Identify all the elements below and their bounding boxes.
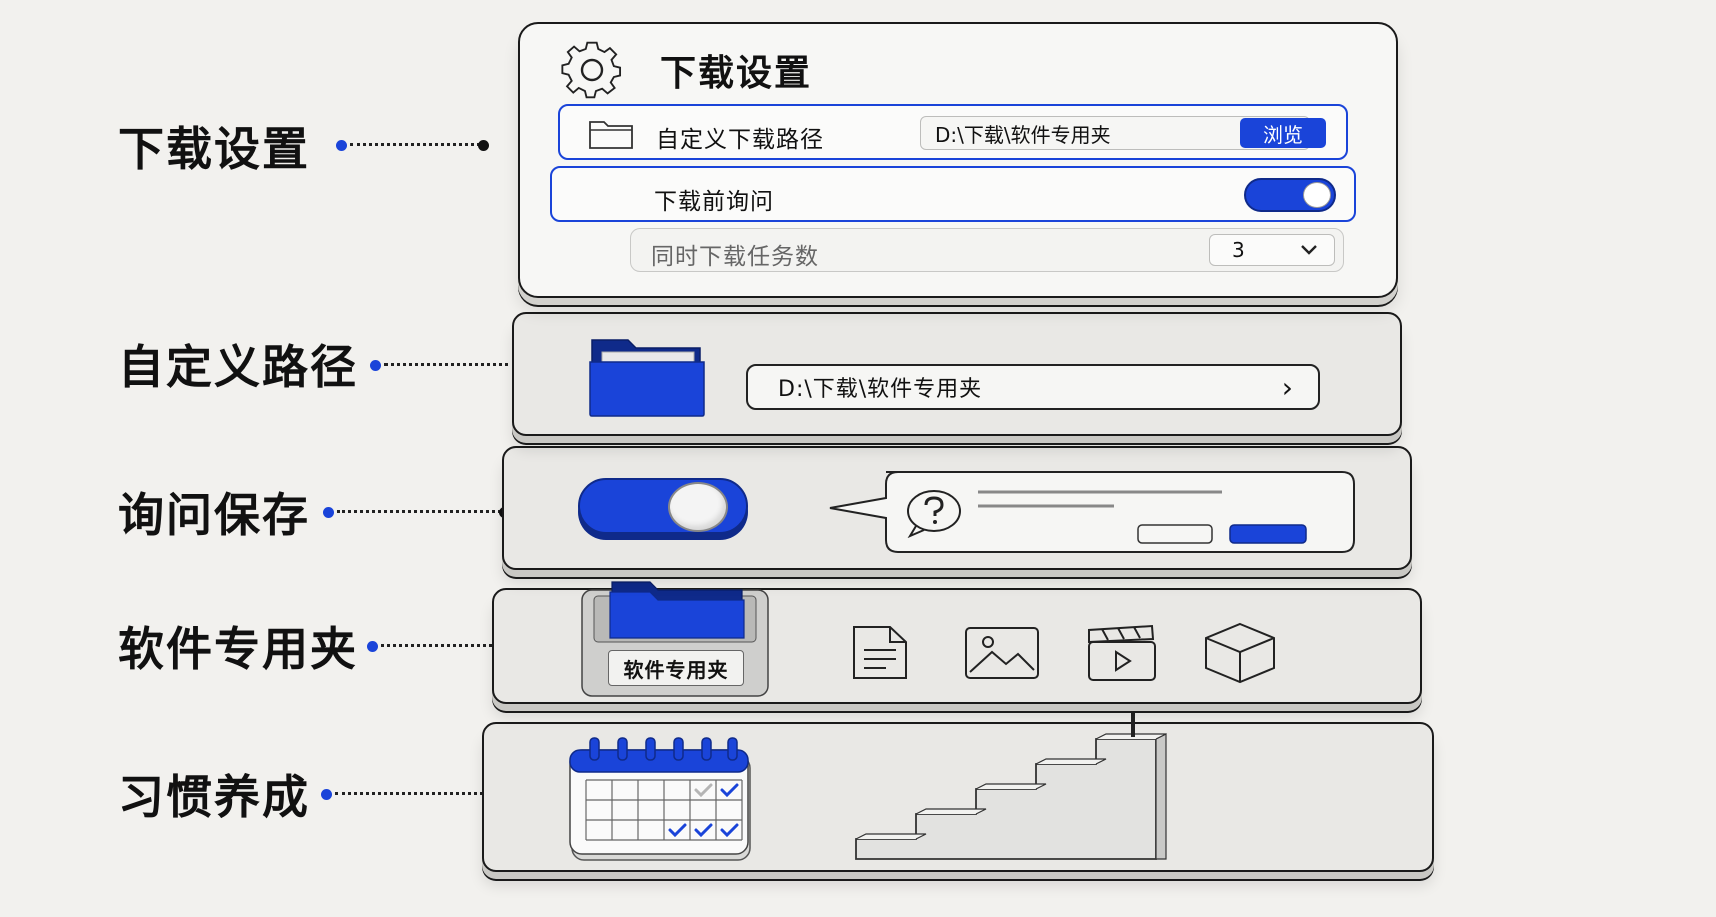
browse-button[interactable]: 浏览	[1240, 118, 1326, 148]
ask-before-download-toggle[interactable]	[1244, 178, 1336, 212]
label-download-settings-text: 下载设置	[118, 122, 310, 176]
concurrent-tasks-select[interactable]: 3	[1209, 234, 1335, 266]
dialog-confirm-button	[1229, 524, 1307, 544]
ask-save-slab	[502, 446, 1412, 570]
label-habit: 习惯养成	[118, 764, 310, 824]
concurrent-tasks-label: 同时下载任务数	[651, 244, 819, 270]
panel-header: 下载设置	[550, 38, 812, 102]
label-software-folder: 软件专用夹	[118, 616, 358, 676]
custom-download-path-label: 自定义下载路径	[656, 127, 824, 153]
path-display[interactable]: D:\下载\软件专用夹 ›	[746, 364, 1320, 410]
label-ask-save-text: 询问保存	[118, 488, 310, 542]
video-icon	[1088, 624, 1156, 681]
dialog-cancel-button	[1137, 524, 1213, 544]
image-icon	[965, 627, 1039, 679]
toggle-knob	[1303, 182, 1331, 208]
ask-before-download-row: 下载前询问	[550, 166, 1356, 222]
calendar-check-icon	[720, 823, 739, 838]
folder-icon	[589, 339, 705, 417]
concurrent-tasks-value: 3	[1232, 238, 1245, 262]
label-software-folder-text: 软件专用夹	[118, 622, 358, 676]
stairs-icon	[855, 666, 1192, 860]
download-settings-panel: 下载设置 自定义下载路径 D:\下载\软件专用夹 浏览 下载前询问 同时下载任务…	[518, 22, 1398, 298]
ask-save-toggle-knob	[668, 482, 728, 532]
document-icon	[853, 626, 907, 679]
question-icon	[907, 490, 961, 538]
custom-download-path-row: 自定义下载路径 D:\下载\软件专用夹 浏览	[558, 104, 1348, 160]
label-custom-path-text: 自定义路径	[118, 340, 358, 394]
leader-start-dot	[370, 360, 381, 371]
habit-slab	[482, 666, 1434, 872]
custom-path-slab: D:\下载\软件专用夹 ›	[512, 312, 1402, 436]
calendar-check-icon	[668, 823, 687, 838]
leader-line	[384, 363, 516, 366]
label-habit-text: 习惯养成	[118, 770, 310, 824]
gear-icon	[561, 41, 622, 99]
label-download-settings: 下载设置	[118, 116, 310, 176]
leader-line	[335, 792, 495, 795]
concurrent-tasks-row: 同时下载任务数 3	[630, 228, 1344, 272]
calendar-icon	[569, 737, 751, 861]
leader-end-dot	[478, 140, 489, 151]
software-folder-tray-label: 软件专用夹	[608, 650, 744, 686]
download-path-value: D:\下载\软件专用夹	[935, 122, 1111, 147]
calendar-check-icon	[694, 783, 713, 798]
leader-start-dot	[321, 789, 332, 800]
folder-icon	[589, 121, 633, 149]
software-folder-slab: 软件专用夹	[492, 581, 1422, 704]
path-display-text: D:\下载\软件专用夹	[778, 377, 983, 402]
leader-start-dot	[336, 140, 347, 151]
panel-title: 下载设置	[660, 53, 813, 94]
calendar-check-icon	[694, 823, 713, 838]
chevron-right-icon: ›	[1281, 370, 1294, 404]
calendar-check-icon	[720, 783, 739, 798]
chevron-down-icon	[1301, 245, 1317, 255]
label-ask-save: 询问保存	[118, 482, 310, 542]
leader-line	[350, 143, 480, 146]
ask-before-download-label: 下载前询问	[654, 189, 774, 215]
confirm-dialog-bubble	[829, 471, 1355, 553]
leader-start-dot	[323, 507, 334, 518]
package-icon	[1205, 622, 1275, 684]
leader-start-dot	[367, 641, 378, 652]
label-custom-path: 自定义路径	[118, 334, 358, 394]
ask-save-toggle[interactable]	[578, 478, 748, 534]
leader-line	[337, 510, 501, 513]
leader-line	[381, 644, 504, 647]
